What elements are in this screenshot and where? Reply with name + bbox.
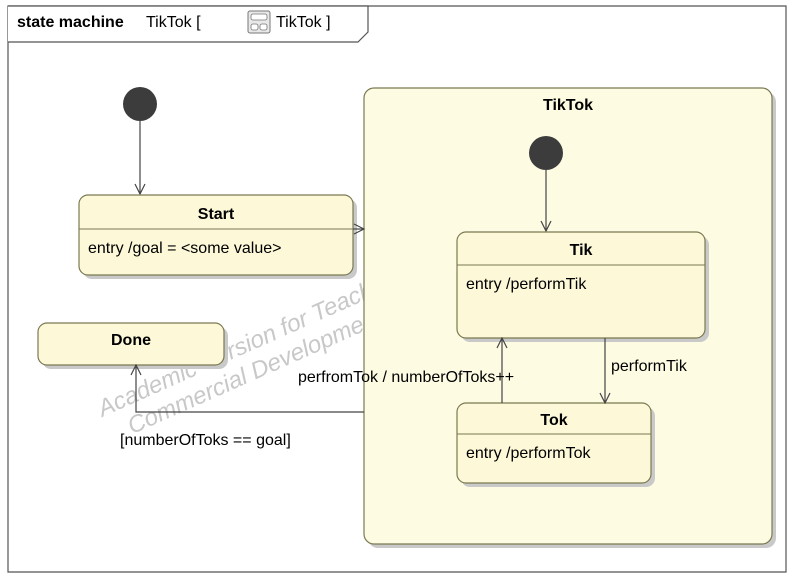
state-tiktok-name: TikTok — [543, 97, 593, 114]
state-start-name: Start — [198, 206, 235, 223]
transition-tiktok-to-done[interactable] — [136, 365, 364, 413]
frame-name-prefix: TikTok [ — [146, 14, 201, 31]
transition-performtik-label: performTik — [611, 358, 688, 375]
state-tok-entry: entry /performTok — [466, 445, 591, 462]
state-done[interactable]: Done — [37, 322, 228, 369]
state-tik-entry: entry /performTik — [466, 276, 587, 293]
frame-name: TikTok ] — [276, 14, 331, 31]
state-done-name: Done — [111, 332, 151, 349]
state-tok[interactable]: Tok entry /performTok — [456, 402, 655, 487]
state-tik[interactable]: Tik entry /performTik — [456, 231, 709, 342]
frame-keyword: state machine — [17, 14, 124, 31]
transition-guard-label: [numberOfToks == goal] — [120, 432, 291, 449]
state-tok-name: Tok — [540, 412, 567, 429]
state-machine-icon — [247, 10, 271, 34]
state-start-entry: entry /goal = <some value> — [88, 240, 281, 257]
frame-tab — [8, 5, 369, 43]
state-tik-name: Tik — [570, 242, 593, 259]
transition-perfromtok-label: perfromTok / numberOfToks++ — [298, 369, 514, 386]
state-start[interactable]: Start entry /goal = <some value> — [78, 194, 357, 279]
initial-node[interactable] — [123, 87, 157, 121]
inner-initial-node[interactable] — [529, 136, 563, 170]
